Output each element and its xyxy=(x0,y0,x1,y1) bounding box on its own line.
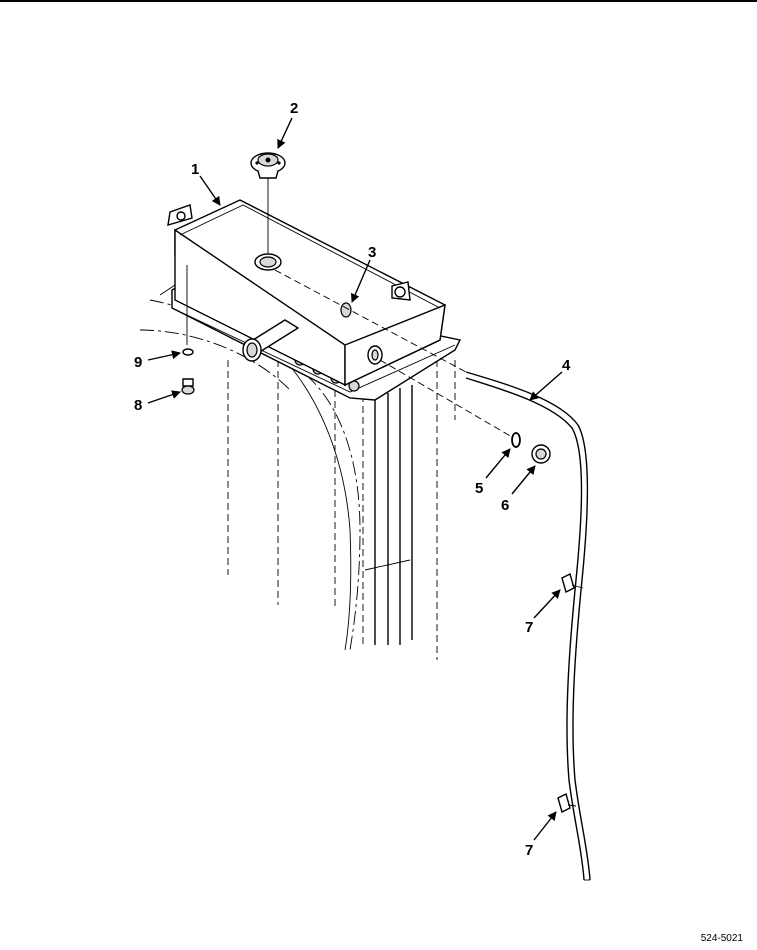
callout-8: 8 xyxy=(134,397,142,414)
overflow-hose xyxy=(465,371,591,881)
callout-labels: 1 2 3 4 5 6 7 7 8 9 xyxy=(134,100,571,859)
surge-tank xyxy=(167,199,446,387)
callout-9: 9 xyxy=(134,354,142,371)
washer xyxy=(182,265,194,356)
o-ring xyxy=(511,432,521,448)
top-rule xyxy=(0,0,757,2)
hose-clamp-upper xyxy=(561,572,584,594)
hose-clamp-lower xyxy=(557,792,577,814)
callout-6: 6 xyxy=(501,497,509,514)
vent-fitting xyxy=(274,269,467,373)
leader-arrows xyxy=(147,117,563,841)
callout-1: 1 xyxy=(191,161,199,178)
callout-4: 4 xyxy=(562,357,571,374)
pressure-cap xyxy=(250,152,286,253)
callout-3: 3 xyxy=(368,244,376,261)
callout-7-upper: 7 xyxy=(525,619,533,636)
callout-2: 2 xyxy=(290,100,298,117)
callout-7-lower: 7 xyxy=(525,842,533,859)
plug xyxy=(531,444,551,464)
cap-screw xyxy=(181,378,195,395)
plug-alignment xyxy=(379,359,513,438)
callout-5: 5 xyxy=(475,480,483,497)
figure-number: 524-5021 xyxy=(700,933,743,944)
